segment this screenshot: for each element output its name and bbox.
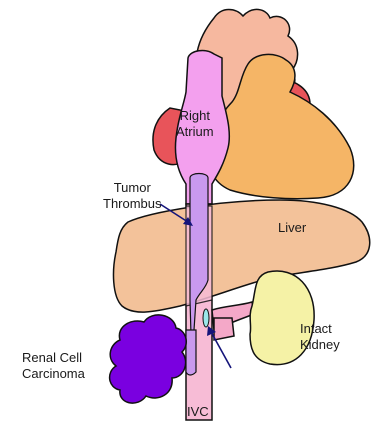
ivc-label: IVC bbox=[187, 404, 209, 420]
intact-kidney-label: Intact Kidney bbox=[300, 321, 340, 353]
renal-vein-thrombus-tip bbox=[203, 309, 209, 327]
renal-vein-branch bbox=[214, 318, 234, 340]
right-atrium-label: Right Atrium bbox=[176, 108, 214, 140]
liver-label: Liver bbox=[278, 220, 306, 236]
renal-cell-carcinoma-shape bbox=[110, 315, 187, 403]
liver-shape bbox=[114, 200, 370, 312]
tumor-thrombus-label: Tumor Thrombus bbox=[103, 180, 162, 212]
renal-cell-carcinoma-label: Renal Cell Carcinoma bbox=[22, 350, 85, 382]
renal-thrombus bbox=[186, 330, 196, 375]
